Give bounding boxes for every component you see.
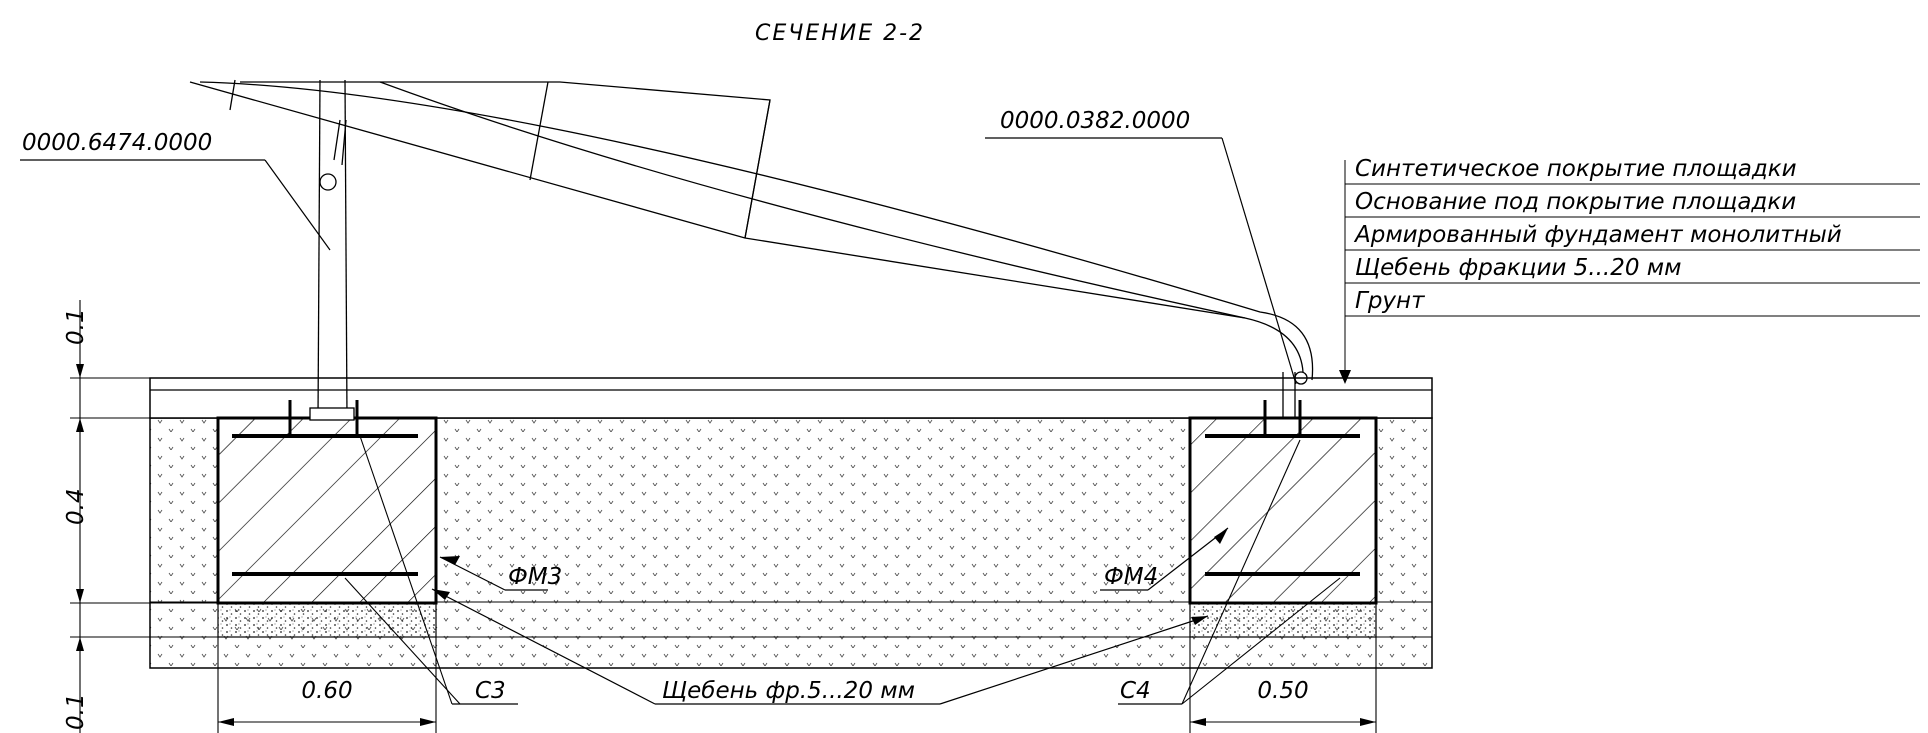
c3-label: С3 bbox=[475, 678, 506, 704]
fm4-label: ФМ4 bbox=[1104, 564, 1158, 590]
dim-right-width: 0.50 bbox=[1257, 678, 1308, 704]
left-part-label: 0000.6474.0000 bbox=[22, 130, 212, 156]
foundation-fm3 bbox=[216, 400, 438, 638]
legend-item: Основание под покрытие площадки bbox=[1355, 189, 1796, 215]
right-part-label: 0000.0382.0000 bbox=[1000, 108, 1190, 134]
horizontal-dimensions bbox=[217, 637, 1377, 733]
callout-c3: С3 bbox=[344, 435, 518, 705]
section-title: СЕЧЕНИЕ 2-2 bbox=[755, 21, 925, 46]
dim-left-width: 0.60 bbox=[301, 678, 352, 704]
dim-bottom-layer: 0.1 bbox=[63, 693, 89, 730]
callout-right-part: 0000.0382.0000 bbox=[985, 108, 1297, 385]
fm3-label: ФМ3 bbox=[508, 564, 562, 590]
callout-gravel: Щебень фр.5...20 мм bbox=[431, 588, 1209, 705]
legend-item: Армированный фундамент монолитный bbox=[1353, 222, 1842, 248]
dim-top-layer: 0.1 bbox=[63, 308, 89, 345]
callout-fm4: ФМ4 bbox=[1100, 527, 1229, 591]
callout-fm3: ФМ3 bbox=[439, 556, 562, 591]
c4-label: С4 bbox=[1120, 678, 1151, 704]
callout-left-part: 0000.6474.0000 bbox=[20, 130, 331, 251]
gravel-label: Щебень фр.5...20 мм bbox=[662, 678, 915, 704]
legend-item: Грунт bbox=[1355, 288, 1425, 314]
foundation-fm4 bbox=[1188, 400, 1378, 638]
dim-foundation-depth: 0.4 bbox=[63, 488, 89, 525]
legend-item: Синтетическое покрытие площадки bbox=[1355, 156, 1797, 182]
vertical-dimensions bbox=[70, 300, 218, 733]
legend-item: Щебень фракции 5...20 мм bbox=[1355, 255, 1682, 281]
callout-c4: С4 bbox=[1118, 439, 1341, 705]
layers-legend: Синтетическое покрытие площадки Основани… bbox=[1339, 156, 1920, 384]
